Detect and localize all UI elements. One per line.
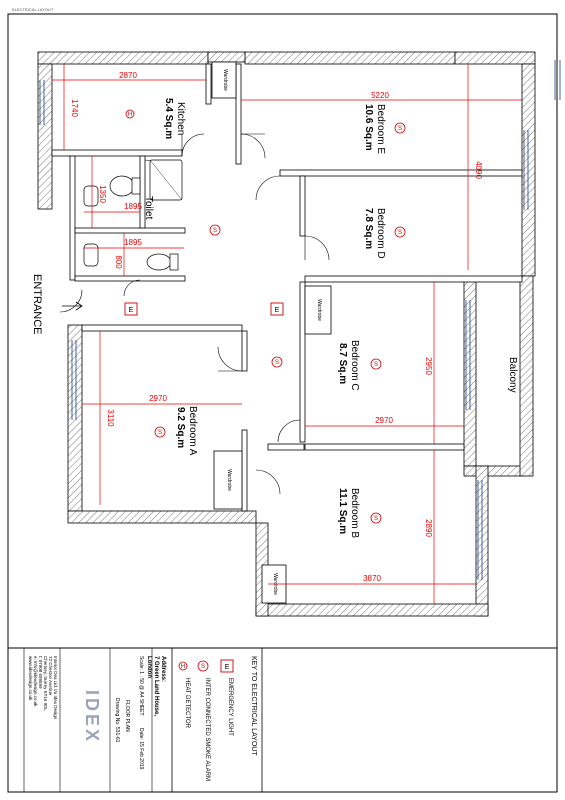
sheet-ref: ELECTRICAL LAYOUT <box>12 7 54 12</box>
room-toilet-name: Toilet <box>143 196 154 220</box>
company-line-5: www.idexdesign.co.uk <box>28 656 33 701</box>
dim-toilet-w2: 1895 <box>124 238 142 247</box>
svg-text:S: S <box>213 228 217 234</box>
wardrobe-label-1: Wardrobe <box>222 69 228 91</box>
svg-text:E: E <box>275 307 280 314</box>
svg-text:S: S <box>275 360 279 366</box>
room-kitchen-area: 5.4 Sq.m <box>163 98 174 139</box>
drawing-title: FLOOR PLAN <box>124 700 130 732</box>
address-label: Address: <box>160 656 166 682</box>
entrance-arrow <box>62 301 83 311</box>
address-line2: London <box>146 656 152 678</box>
dim-bedroom-c-h: 2950 <box>424 357 433 375</box>
dim-kitchen-h: 1740 <box>70 99 79 117</box>
sanitary-fittings <box>83 159 183 271</box>
title-block <box>8 647 557 792</box>
key-title: KEY TO ELECTRICAL LAYOUT <box>250 656 257 756</box>
room-kitchen-name: Kitchen <box>175 102 186 135</box>
dim-bedroom-e-w: 5220 <box>371 91 389 100</box>
svg-text:H: H <box>128 112 132 118</box>
dim-toilet-h1: 1350 <box>98 185 107 203</box>
wardrobe-bedroom-c <box>304 285 332 335</box>
heat-detector-kitchen: H <box>125 109 135 119</box>
room-balcony-name: Balcony <box>507 357 518 393</box>
dimension-lines <box>52 64 522 604</box>
smoke-alarm-hall: S <box>209 224 221 236</box>
windows <box>39 60 561 580</box>
key-label-1: INTER CONNECTED SMOKE ALARM <box>204 678 210 781</box>
room-bedroom-d-area: 7.8 Sq.m <box>363 208 374 249</box>
company-line-1: 72 Cheston Avenue <box>48 656 53 696</box>
svg-text:S: S <box>158 430 162 436</box>
svg-text:S: S <box>398 126 402 132</box>
address-line1: 7 Green Land House, <box>153 656 159 716</box>
room-bedroom-b-area: 11.1 Sq.m <box>337 488 348 534</box>
smoke-alarm-bedroom-a: S <box>154 426 166 438</box>
dim-bedroom-b-h: 2890 <box>424 519 433 537</box>
internal-walls <box>51 63 523 512</box>
key-label-2: HEAT DETECTOR <box>184 678 190 729</box>
key-symbol-2: H <box>181 664 185 670</box>
company-line-3: t: 07908 699599 <box>38 656 43 689</box>
smoke-alarm-bedroom-b: S <box>370 512 382 524</box>
company-line-2: Chertsey, Surrey KT16 9DL <box>43 656 48 711</box>
svg-text:S: S <box>398 230 402 236</box>
smoke-alarm-corridor: S <box>271 356 283 368</box>
outer-walls <box>37 51 536 617</box>
room-bedroom-d-name: Bedroom D <box>375 208 386 259</box>
company-block: IDEX Interior Dea Lid. t/a Idex Design 7… <box>28 656 102 744</box>
key-label-0: EMERGENCY LIGHT <box>227 678 233 736</box>
emergency-light-entrance: E <box>124 302 138 316</box>
smoke-alarm-bedroom-d: S <box>394 226 406 238</box>
dim-bedroom-c-w: 2970 <box>375 416 393 425</box>
dim-toilet-h2: 800 <box>114 255 123 269</box>
address-block: Address: 7 Green Land House, London <box>146 656 166 716</box>
wardrobe-bedroom-a <box>213 450 243 510</box>
svg-text:E: E <box>129 307 134 314</box>
company-logo: IDEX <box>82 690 102 744</box>
dim-bedroom-a-h: 3110 <box>106 409 115 427</box>
wardrobe-label-3: Wardrobe <box>226 469 232 491</box>
room-bedroom-e-area: 10.6 Sq.m <box>363 104 374 151</box>
company-line-4: e: info@idexdesign.co.uk <box>33 656 38 707</box>
room-bedroom-b-name: Bedroom B <box>349 488 360 538</box>
wardrobe-label-2: Wardrobe <box>316 299 322 321</box>
company-line-0: Interior Dea Lid. t/a Idex Design <box>53 656 58 720</box>
room-bedroom-a-area: 9.2 Sq.m <box>175 407 186 448</box>
room-bedroom-c-area: 8.7 Sq.m <box>337 343 348 384</box>
legend-key: KEY TO ELECTRICAL LAYOUT E EMERGENCY LIG… <box>178 656 257 781</box>
room-bedroom-c-name: Bedroom C <box>349 340 360 391</box>
drawing-info: Scale: 1 : 50 @ A4 SHEET Date: 15 Feb 20… <box>114 656 144 770</box>
dim-bedroom-a-w: 2970 <box>149 394 167 403</box>
entrance-label: ENTRANCE <box>31 274 43 335</box>
room-bedroom-e-name: Bedroom E <box>375 104 386 154</box>
dim-bedroom-e-h: 4090 <box>474 161 483 179</box>
key-symbol-1: S <box>201 664 205 670</box>
smoke-alarm-bedroom-e: S <box>394 122 406 134</box>
scale-text: Scale: 1 : 50 @ A4 SHEET <box>138 656 144 716</box>
room-bedroom-a-name: Bedroom A <box>187 406 198 456</box>
dim-kitchen-w: 2870 <box>119 71 137 80</box>
svg-text:S: S <box>374 362 378 368</box>
dim-toilet-w1: 1895 <box>124 202 142 211</box>
wardrobe-kitchen <box>211 61 237 99</box>
smoke-alarm-bedroom-c: S <box>370 358 382 370</box>
plan-symbols: H S S S S S S S <box>124 109 406 524</box>
drawing-no: Drawing No. 531-61 <box>114 698 120 743</box>
room-labels: Kitchen 5.4 Sq.m Bedroom E 10.6 Sq.m Bed… <box>31 98 518 538</box>
key-symbol-0: E <box>225 664 230 671</box>
emergency-light-hall: E <box>270 302 284 316</box>
dimension-labels: 2870 1740 5220 4090 1895 1350 1895 800 2… <box>70 71 483 583</box>
dim-bedroom-b-w: 3870 <box>363 574 381 583</box>
sheet-border <box>7 13 558 793</box>
svg-text:S: S <box>374 516 378 522</box>
date-text: Date: 15 Feb 2019 <box>138 728 144 770</box>
